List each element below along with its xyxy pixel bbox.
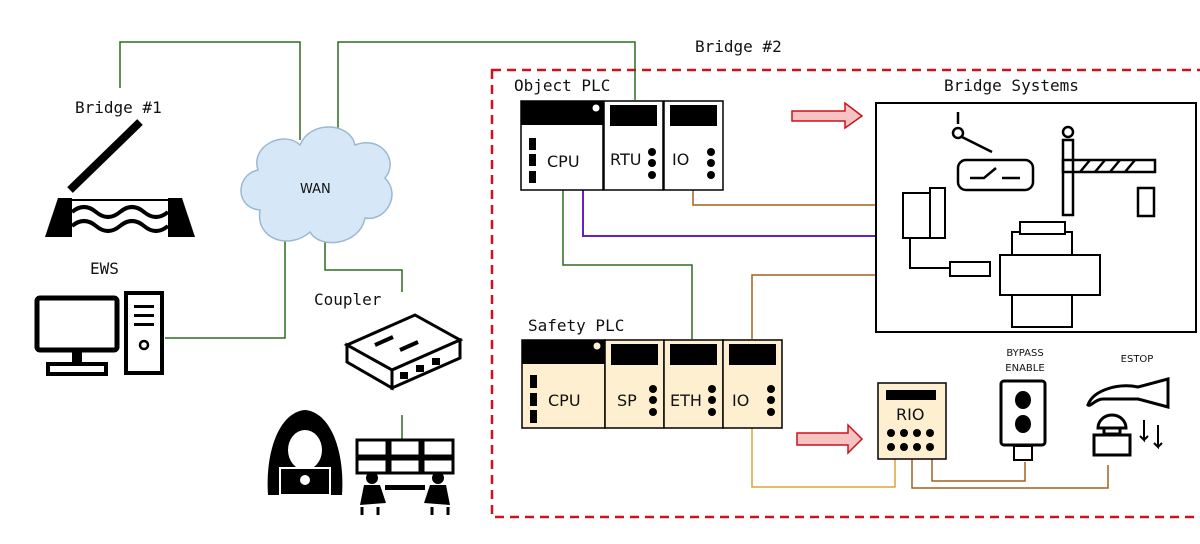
- safety-plc-label: Safety PLC: [528, 316, 624, 335]
- limit-switch-icon: [951, 112, 1035, 192]
- estop-label: ESTOP: [1121, 354, 1154, 365]
- rio-bypass-link: [931, 459, 1026, 482]
- cpu-bridge-link: [582, 190, 876, 237]
- object-cpu-label: CPU: [547, 152, 580, 171]
- object-plc[interactable]: CPU RTU IO: [520, 100, 724, 191]
- object-rtu-label: RTU: [610, 150, 641, 169]
- safety-sp-label: SP: [617, 391, 637, 410]
- arrow-to-bridge-systems-icon: [791, 101, 864, 130]
- bridge-systems-label: Bridge Systems: [944, 76, 1079, 95]
- rio-estop-link: [911, 459, 1109, 489]
- safety-plc[interactable]: CPU SP ETH IO: [521, 339, 783, 429]
- cpu-eth-link: [562, 190, 693, 339]
- safety-eth-label: ETH: [670, 391, 702, 410]
- connections: [119, 41, 1109, 489]
- drawbridge-icon: [45, 119, 195, 237]
- barrier-gate-icon: [1061, 125, 1157, 218]
- object-plc-label: Object PLC: [514, 76, 610, 95]
- ews-label: EWS: [90, 259, 119, 278]
- rio-module[interactable]: RIO: [877, 382, 947, 460]
- safety-cpu-label: CPU: [548, 391, 581, 410]
- bypass-label-1: BYPASS: [1006, 348, 1043, 359]
- safety-io-bridge-link: [751, 274, 876, 339]
- object-io-label: IO: [672, 150, 689, 169]
- bridge1-label: Bridge #1: [75, 98, 162, 117]
- safety-io-rio-link: [751, 428, 896, 488]
- bridge2-boundary: [490, 68, 1200, 519]
- network-switch-icon[interactable]: [343, 313, 464, 391]
- bypass-label-2: ENABLE: [1005, 363, 1044, 374]
- workstation-icon[interactable]: [34, 291, 164, 376]
- ews-wan-link: [165, 238, 286, 339]
- safety-io-label: IO: [732, 391, 749, 410]
- motor-icon: [902, 187, 1101, 328]
- arrow-to-rio-icon: [796, 423, 864, 455]
- coupler-label: Coupler: [314, 290, 382, 309]
- wan-cloud-icon[interactable]: [240, 126, 393, 244]
- rio-label: RIO: [896, 405, 924, 424]
- hacker-icon: [267, 410, 343, 496]
- wan-label: WAN: [300, 182, 331, 197]
- estop-button-icon[interactable]: [1086, 377, 1170, 457]
- bypass-enable-button-icon[interactable]: [999, 379, 1047, 461]
- bridge2-label: Bridge #2: [695, 37, 782, 56]
- wan-coupler-link: [324, 240, 403, 292]
- wan-rtu-link: [337, 41, 636, 140]
- io-bridge-link: [692, 190, 876, 206]
- wan-bridge1-link: [119, 41, 301, 140]
- control-room-icon: [355, 438, 455, 515]
